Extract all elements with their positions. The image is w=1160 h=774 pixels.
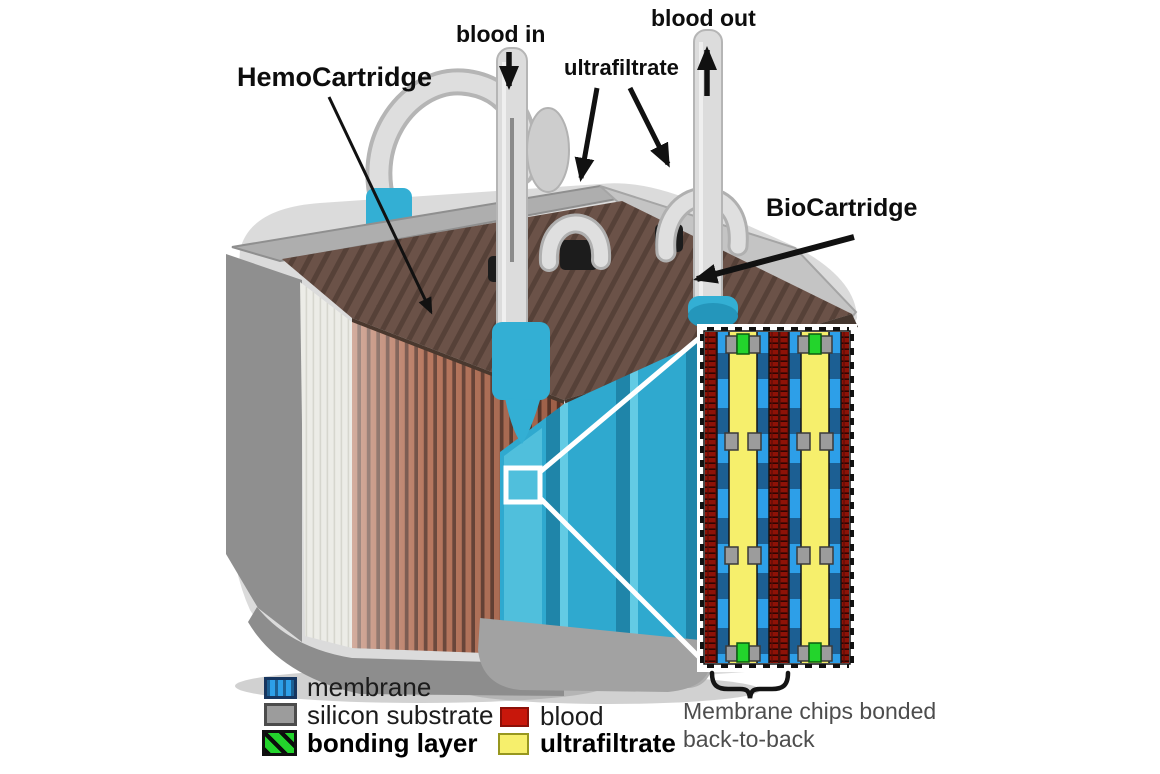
blood-channel bbox=[841, 332, 849, 663]
blood-out-label: blood out bbox=[651, 5, 756, 31]
bonding-layer-swatch bbox=[262, 730, 297, 756]
ultrafiltrate-channel bbox=[801, 332, 829, 663]
blood-channel bbox=[769, 332, 778, 663]
legend-label-ultrafiltrate: ultrafiltrate bbox=[540, 728, 676, 758]
biocartridge-pointer bbox=[693, 234, 855, 284]
hemocartridge-pointer bbox=[327, 96, 433, 315]
blood-channel bbox=[780, 332, 789, 663]
ultrafiltrate-label: ultrafiltrate bbox=[564, 55, 679, 80]
biocartridge-face bbox=[478, 342, 712, 692]
blood-in-tube bbox=[492, 47, 550, 444]
column-separators bbox=[716, 332, 842, 663]
bonding-layer-blocks bbox=[736, 333, 822, 663]
inset-caption-line1: Membrane chips bonded bbox=[683, 698, 937, 724]
legend-label-membrane: membrane bbox=[307, 672, 432, 702]
ultrafiltrate-arrow-left bbox=[574, 87, 600, 182]
chip-bond-line bbox=[778, 332, 780, 663]
membrane-column bbox=[757, 332, 769, 663]
biocartridge-label: BioCartridge bbox=[766, 194, 918, 222]
sheet-stack bbox=[300, 282, 352, 648]
silicon-substrate-swatch bbox=[264, 703, 297, 726]
membrane-column bbox=[829, 332, 841, 663]
magnifier-callout bbox=[503, 331, 707, 665]
legend-label-blood: blood bbox=[540, 701, 604, 731]
callout-line-bottom bbox=[537, 495, 707, 665]
tube-connector bbox=[526, 107, 570, 193]
legend-label-bonding-layer: bonding layer bbox=[307, 728, 478, 758]
legend-label-silicon-substrate: silicon substrate bbox=[307, 700, 494, 730]
blood-swatch bbox=[500, 707, 529, 727]
blood-channel bbox=[705, 332, 717, 663]
curly-brace bbox=[709, 670, 791, 699]
inset-caption-line2: back-to-back bbox=[683, 726, 815, 752]
annotation-arrows bbox=[327, 46, 855, 315]
ultrafiltrate-arrow-right bbox=[627, 86, 671, 168]
ultrafiltrate-loop-left bbox=[538, 213, 612, 272]
inset-tick-marks bbox=[700, 327, 854, 668]
membrane-column bbox=[789, 332, 801, 663]
inset-cross-section bbox=[697, 324, 857, 672]
membrane-swatch bbox=[264, 677, 297, 699]
callout-line-top bbox=[537, 331, 707, 475]
hemocartridge-frame bbox=[226, 254, 564, 696]
ultrafiltrate-channel bbox=[729, 332, 757, 663]
callout-square bbox=[503, 465, 543, 505]
hemocartridge-label: HemoCartridge bbox=[237, 62, 433, 92]
blood-out-tube bbox=[688, 29, 738, 329]
blood-in-label: blood in bbox=[456, 21, 546, 47]
ultrafiltrate-swatch bbox=[498, 733, 529, 755]
membrane-column bbox=[717, 332, 729, 663]
